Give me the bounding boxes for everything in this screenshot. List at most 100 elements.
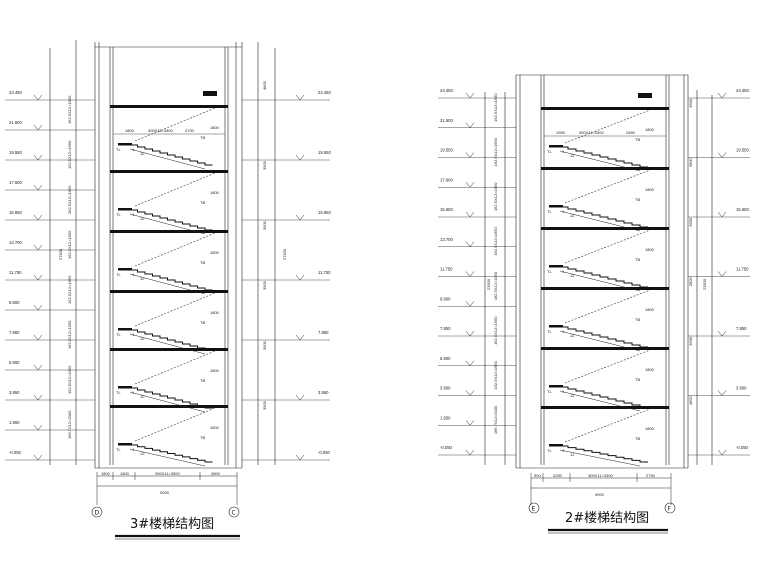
top-dim-2: 300X11=3300 <box>148 128 174 133</box>
stair-flight-lower <box>560 206 648 228</box>
level-marker <box>465 241 475 248</box>
landing-beam <box>118 443 132 446</box>
flight-step-count: 12 <box>140 276 145 281</box>
plate-label: 1800 <box>210 310 220 315</box>
stair-soffit <box>129 448 206 467</box>
floor-slab <box>541 347 669 350</box>
stair-flight-upper <box>134 172 216 207</box>
flight-height-label: 162.5X12=1950 <box>67 140 72 169</box>
landing-beam <box>549 385 563 388</box>
level-label-left: 9.800 <box>440 296 451 301</box>
stair3-flights: TL121TB1800TL121TB1800TL121TB1800TL121TB… <box>113 91 225 467</box>
flight-step-count: 12 <box>570 452 575 457</box>
level-label-left: 1.950 <box>440 415 451 420</box>
flight-height-label: 166.7X12=2000 <box>493 405 498 434</box>
level-label-left: 23.450 <box>440 88 453 93</box>
level-marker <box>33 454 43 461</box>
level-label-right: 7.850 <box>318 330 329 335</box>
floor-slab <box>541 167 669 170</box>
landing-label: TL <box>547 209 552 214</box>
level-label-right: 23.450 <box>318 90 331 95</box>
level-label-left: 19.550 <box>440 148 453 153</box>
flight-number: 1 <box>132 390 135 395</box>
stair-flight-upper <box>564 229 651 264</box>
flight-height-label: 162.5X12=1950 <box>493 271 498 300</box>
level-label-right: 3.950 <box>736 386 747 391</box>
stair3-bottom-dim-2: 1800 <box>120 471 130 476</box>
level-marker <box>33 184 43 191</box>
flight-height-label: 162.5X12=1950 <box>493 137 498 166</box>
stair3-bottom-dim-4: 2800 <box>211 471 221 476</box>
level-label-right: 3.950 <box>318 390 329 395</box>
level-label-right: 11.750 <box>318 270 331 275</box>
level-marker <box>33 154 43 161</box>
landing-label: TL <box>116 332 121 337</box>
floor-height-label: 3900 <box>688 277 693 287</box>
level-marker <box>465 420 475 426</box>
level-label-left: 13.700 <box>440 237 453 242</box>
level-marker <box>465 271 475 277</box>
floor-slab <box>110 170 228 173</box>
level-marker <box>33 394 43 401</box>
level-label-right: 15.650 <box>736 207 749 212</box>
stair2-frame <box>484 74 713 469</box>
stair-flight-lower <box>560 386 648 408</box>
flight-step-count: 12 <box>570 213 575 218</box>
level-label-left: 23.450 <box>9 90 22 95</box>
level-label-left: 15.650 <box>9 210 22 215</box>
flight-tb-label: TB <box>635 197 640 202</box>
level-label-left: -0.050 <box>9 450 22 455</box>
stair-flight-lower <box>130 387 213 409</box>
flight-number: 1 <box>562 269 565 274</box>
landing-beam <box>549 145 563 148</box>
stair3-bottom-total: 9000 <box>160 490 170 495</box>
flight-tb-label: TB <box>200 260 205 265</box>
plate-label: 1800 <box>210 190 220 195</box>
level-marker <box>465 360 475 367</box>
flight-height-label: 162.5X12=1950 <box>493 93 498 122</box>
flight-step-count: 12 <box>140 336 145 341</box>
flight-tb-label: TB <box>200 378 205 383</box>
top-dim-3: 2700 <box>185 128 195 133</box>
stair3-axis-d-bubble <box>91 506 103 518</box>
level-label-left: 1.950 <box>9 420 20 425</box>
stair3-slabs <box>110 105 228 446</box>
stair2-flights: TL121TB1800TL121TB1800TL121TB1800TL121TB… <box>544 93 666 467</box>
stair-flight-lower <box>130 269 213 291</box>
level-marker-right <box>295 274 305 281</box>
flight-height-label: 162.5X12=1950 <box>67 275 72 304</box>
top-dim-3: 2650 <box>626 130 636 135</box>
stair-soffit <box>559 210 641 232</box>
level-label-left: 3.950 <box>9 390 20 395</box>
level-marker <box>33 94 43 101</box>
level-marker-right <box>717 271 727 277</box>
floor-slab <box>541 227 669 230</box>
flight-step-count: 12 <box>140 216 145 221</box>
level-label-right: 19.550 <box>736 148 749 153</box>
flight-number: 1 <box>132 212 135 217</box>
stair3-axis-c-label: C <box>232 510 236 517</box>
landing-beam <box>118 386 132 389</box>
stair-soffit <box>559 330 641 352</box>
floor-slab <box>541 107 669 110</box>
floor-height-label: 3900 <box>688 336 693 346</box>
flight-height-label: 162.5X12=1950 <box>67 95 72 124</box>
total-height-left: 23500 <box>486 278 491 290</box>
level-label-left: 11.750 <box>440 267 453 272</box>
stair-soffit <box>559 390 641 412</box>
floor-height-label: 4800 <box>262 80 267 90</box>
landing-label: TL <box>547 149 552 154</box>
level-label-right: 19.550 <box>318 150 331 155</box>
floor-slab <box>110 290 228 293</box>
flight-number: 1 <box>132 147 135 152</box>
stair2-bottom-dims <box>530 473 672 505</box>
stair2-bottom-total: 9000 <box>595 492 605 497</box>
level-label-left: 5.900 <box>9 360 20 365</box>
level-label-left: 7.850 <box>440 326 451 331</box>
level-label-right: 23.450 <box>736 88 749 93</box>
top-dim-1: 1950 <box>556 130 566 135</box>
floor-height-label: 3900 <box>688 158 693 168</box>
stair3-bottom-dims <box>96 472 238 505</box>
stair-flight-lower <box>560 266 648 288</box>
level-marker-right <box>717 449 727 456</box>
